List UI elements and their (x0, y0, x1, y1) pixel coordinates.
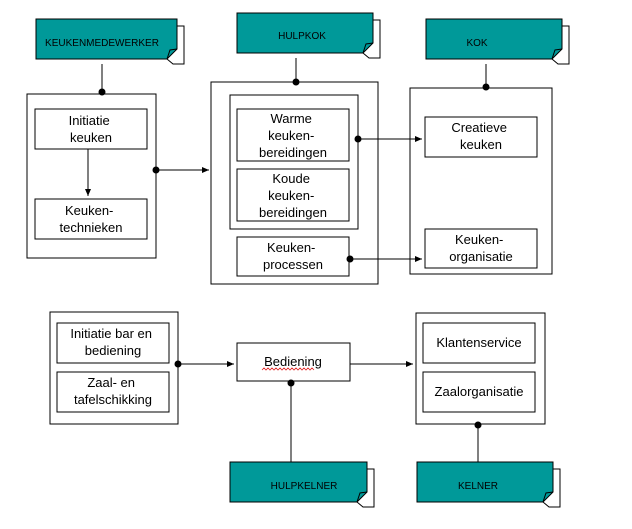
box-bediening-text: Bediening (264, 354, 322, 369)
connector-dot (346, 255, 354, 263)
connector-dot (354, 135, 362, 143)
box-koude-keukenbereidingen (236, 168, 350, 222)
connector-dot (174, 360, 182, 368)
box-zaalorganisatie-text: Zaalorganisatie (435, 384, 524, 399)
tag-keukenmedewerker: KEUKENMEDEWERKER (35, 18, 185, 65)
box-zaal-tafelschikking (56, 371, 170, 413)
tag-hulpkok: HULPKOK (236, 12, 381, 59)
box-warme-text: Warme keuken- bereidingen (259, 111, 327, 160)
box-zaal-text: Zaal- en tafelschikking (74, 375, 152, 407)
box-keukentechnieken-text: Keuken- technieken (60, 203, 123, 235)
connector-dot (152, 166, 160, 174)
box-koude-text: Koude keuken- bereidingen (259, 171, 327, 220)
box-klantenservice (422, 322, 536, 364)
tag-kok: KOK (425, 18, 570, 65)
box-warme-keukenbereidingen (236, 108, 350, 162)
box-bediening (236, 342, 351, 382)
box-initiatie-bar-text: Initiatie bar en bediening (70, 326, 155, 358)
box-initiatie-keuken-text: Initiatie keuken (69, 113, 114, 145)
tag-keukenmedewerker-label: KEUKENMEDEWERKER (45, 38, 159, 49)
box-keukenorganisatie (424, 228, 538, 269)
box-creatieve-keuken (424, 116, 538, 158)
tag-hulpkelner-label: HULPKELNER (271, 481, 338, 492)
tag-kok-label: KOK (466, 38, 487, 49)
box-keukenprocessen (236, 236, 350, 277)
box-klantenservice-text: Klantenservice (436, 335, 521, 350)
box-keukentechnieken (34, 198, 148, 240)
box-creatieve-text: Creatieve keuken (451, 120, 510, 152)
spellcheck-underline (261, 367, 315, 371)
connector-dot (287, 379, 295, 387)
connector-dot (98, 88, 106, 96)
box-initiatie-bar (56, 322, 170, 364)
tag-hulpkelner: HULPKELNER (229, 461, 375, 508)
tag-kelner: KELNER (416, 461, 561, 508)
connector-dot (482, 83, 490, 91)
tag-hulpkok-label: HULPKOK (278, 31, 326, 42)
box-zaalorganisatie (422, 371, 536, 413)
tag-kelner-label: KELNER (458, 481, 498, 492)
connector-dot (292, 78, 300, 86)
box-initiatie-keuken (34, 108, 148, 150)
box-keukenprocessen-text: Keuken- processen (263, 240, 323, 272)
connector-dot (474, 421, 482, 429)
box-keukenorganisatie-text: Keuken- organisatie (449, 232, 513, 264)
